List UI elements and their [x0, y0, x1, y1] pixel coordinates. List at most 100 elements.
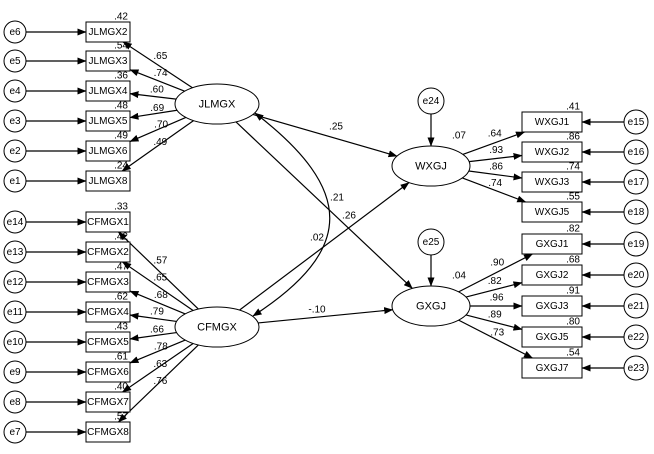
path-coef-label: .26	[342, 211, 356, 222]
error-label: e13	[7, 247, 24, 258]
indicator-box	[85, 331, 131, 353]
r2-label: .42	[114, 12, 128, 23]
r2-label: .80	[566, 317, 580, 328]
path-arrow-cfmgx-gxgj	[258, 307, 394, 324]
disturbance-node	[417, 87, 445, 115]
indicator-box	[85, 271, 131, 293]
indicator-box	[85, 140, 131, 162]
error-node	[623, 109, 649, 135]
indicator-label: WXGJ2	[535, 147, 570, 158]
latent-label: JLMGX	[199, 98, 236, 110]
r2-label: .48	[114, 101, 128, 112]
indicator-box	[85, 301, 131, 323]
loading-arrow	[129, 116, 187, 143]
indicator-label: CFMGX5	[87, 337, 129, 348]
indicator-box	[85, 80, 131, 102]
loading-arrow	[129, 69, 185, 92]
indicator-label: GXGJ7	[536, 363, 569, 374]
error-label: e20	[628, 270, 645, 281]
loading-arrow	[465, 314, 523, 331]
indicator-label: JLMGX6	[89, 146, 128, 157]
loading-label: .93	[489, 145, 503, 156]
error-node	[3, 139, 27, 163]
r2-label: .49	[114, 131, 128, 142]
loading-label: .68	[154, 290, 168, 301]
error-label: e3	[9, 116, 21, 127]
error-node	[623, 169, 649, 195]
r2-label: .54	[566, 348, 580, 359]
error-label: e1	[9, 176, 21, 187]
r2-label: .47	[114, 262, 128, 273]
loading-arrow	[458, 319, 533, 359]
loading-label: .60	[150, 85, 164, 96]
indicator-label: GXGJ3	[536, 301, 569, 312]
loading-label: .65	[153, 51, 167, 62]
indicator-label: JLMGX4	[89, 86, 128, 97]
indicator-label: CFMGX2	[87, 247, 129, 258]
r2-label: .61	[114, 352, 128, 363]
loading-label: .70	[154, 119, 168, 130]
indicator-box	[85, 211, 131, 233]
loading-arrow	[121, 120, 194, 172]
r2-label: .40	[114, 382, 128, 393]
loading-label: .63	[153, 359, 167, 370]
path-coef-label: .21	[330, 193, 344, 204]
indicator-box	[85, 241, 131, 263]
latent-label: CFMGX	[197, 321, 237, 333]
loading-label: .73	[490, 328, 504, 339]
error-node	[3, 300, 27, 324]
loading-arrow	[462, 131, 525, 155]
error-label: e8	[9, 397, 21, 408]
loading-arrow	[129, 312, 177, 323]
indicator-label: CFMGX4	[87, 307, 129, 318]
error-node	[623, 355, 649, 381]
error-label: e11	[7, 307, 23, 318]
path-coef-label: -.10	[308, 305, 326, 316]
r2-label: .86	[566, 132, 580, 143]
indicator-label: CFMGX3	[87, 277, 129, 288]
loading-label: .90	[490, 258, 504, 269]
error-label: e4	[9, 86, 21, 97]
correlation-arrow	[252, 112, 331, 317]
loading-arrow	[458, 253, 533, 293]
error-label: e16	[628, 147, 645, 158]
indicator-label: JLMGX3	[89, 56, 128, 67]
r2-label: .62	[114, 292, 128, 303]
loading-label: .76	[153, 376, 167, 387]
error-node	[3, 360, 27, 384]
error-label: e23	[628, 363, 645, 374]
error-label: e9	[9, 367, 21, 378]
latent-jlmgx	[174, 83, 260, 125]
error-node	[3, 420, 27, 444]
loading-label: .78	[154, 341, 168, 352]
error-label: e15	[628, 117, 645, 128]
indicator-box	[521, 171, 583, 193]
indicator-box	[521, 295, 583, 317]
loading-label: .49	[153, 137, 167, 148]
error-label: e5	[9, 56, 21, 67]
indicator-label: WXGJ1	[535, 117, 570, 128]
error-node	[3, 20, 27, 44]
disturbance-label: e25	[423, 237, 440, 248]
error-node	[623, 324, 649, 350]
indicator-box	[521, 326, 583, 348]
loading-arrow	[129, 109, 178, 120]
indicator-box	[521, 201, 583, 223]
r2-label: .24	[114, 161, 128, 172]
error-node	[3, 390, 27, 414]
latent-r2-label: .07	[452, 131, 466, 142]
path-arrow-cfmgx-wxgj	[239, 182, 410, 311]
indicator-label: JLMGX2	[89, 27, 128, 38]
indicator-label: CFMGX8	[87, 427, 129, 438]
error-label: e14	[7, 217, 24, 228]
indicator-box	[85, 361, 131, 383]
error-label: e6	[9, 27, 21, 38]
error-node	[623, 199, 649, 225]
loading-arrow	[129, 331, 177, 342]
error-label: e12	[7, 277, 24, 288]
error-node	[3, 270, 27, 294]
path-coef-label: .25	[329, 122, 343, 133]
indicator-label: CFMGX7	[87, 397, 129, 408]
indicator-label: CFMGX1	[87, 217, 129, 228]
